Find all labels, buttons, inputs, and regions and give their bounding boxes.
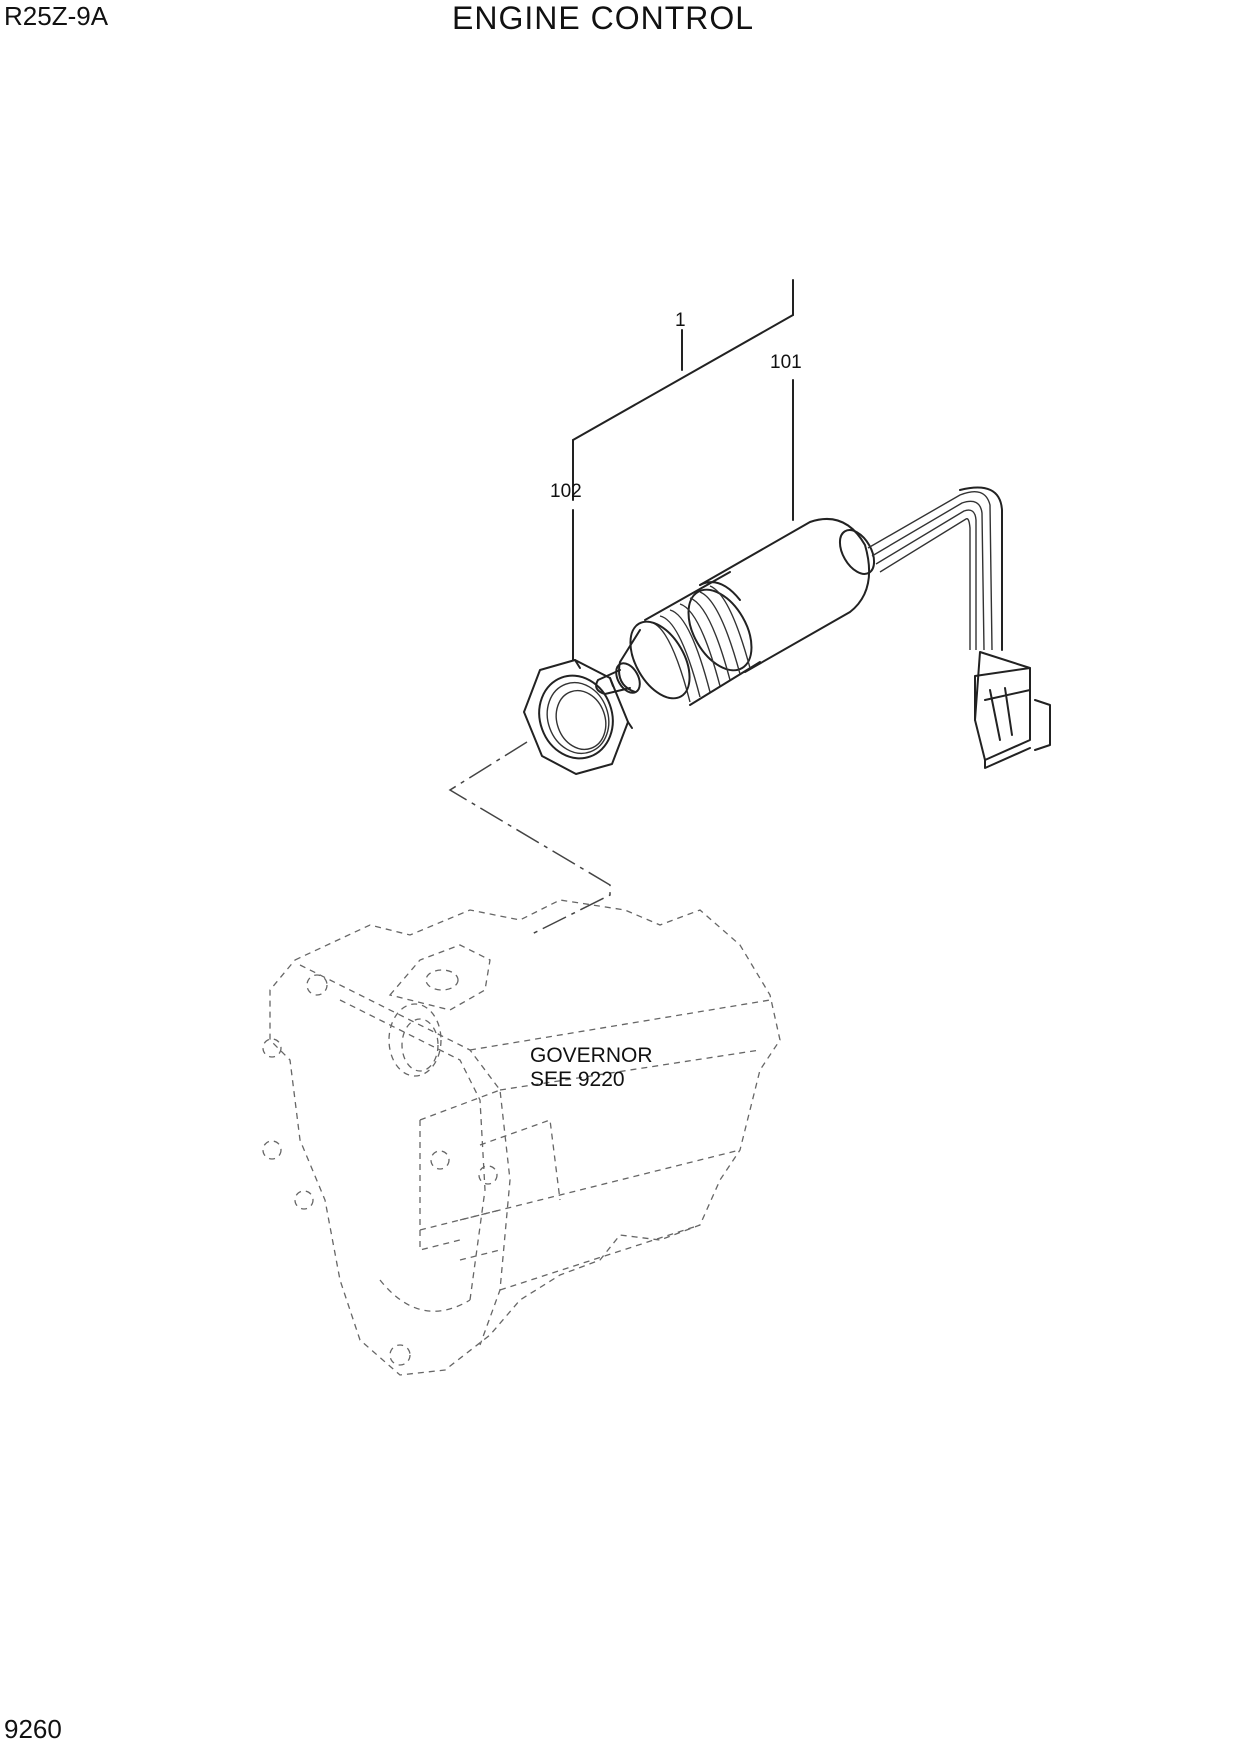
leader-bracket (572, 314, 794, 441)
nut-drawing (523, 659, 633, 775)
callout-102: 102 (550, 481, 582, 502)
governor-housing-drawing (262, 899, 781, 1376)
callout-leaders (572, 279, 794, 661)
model-code: R25Z-9A (4, 1, 109, 31)
callout-1: 1 (675, 310, 686, 331)
governor-note-line1: GOVERNOR (530, 1044, 653, 1067)
assembly-centerline (448, 741, 611, 936)
callout-101: 101 (770, 352, 802, 373)
governor-note-line2: SEE 9220 (530, 1068, 625, 1091)
page-title: ENGINE CONTROL (452, 0, 755, 36)
solenoid-drawing (595, 486, 1051, 769)
page-number: 9260 (4, 1714, 62, 1744)
